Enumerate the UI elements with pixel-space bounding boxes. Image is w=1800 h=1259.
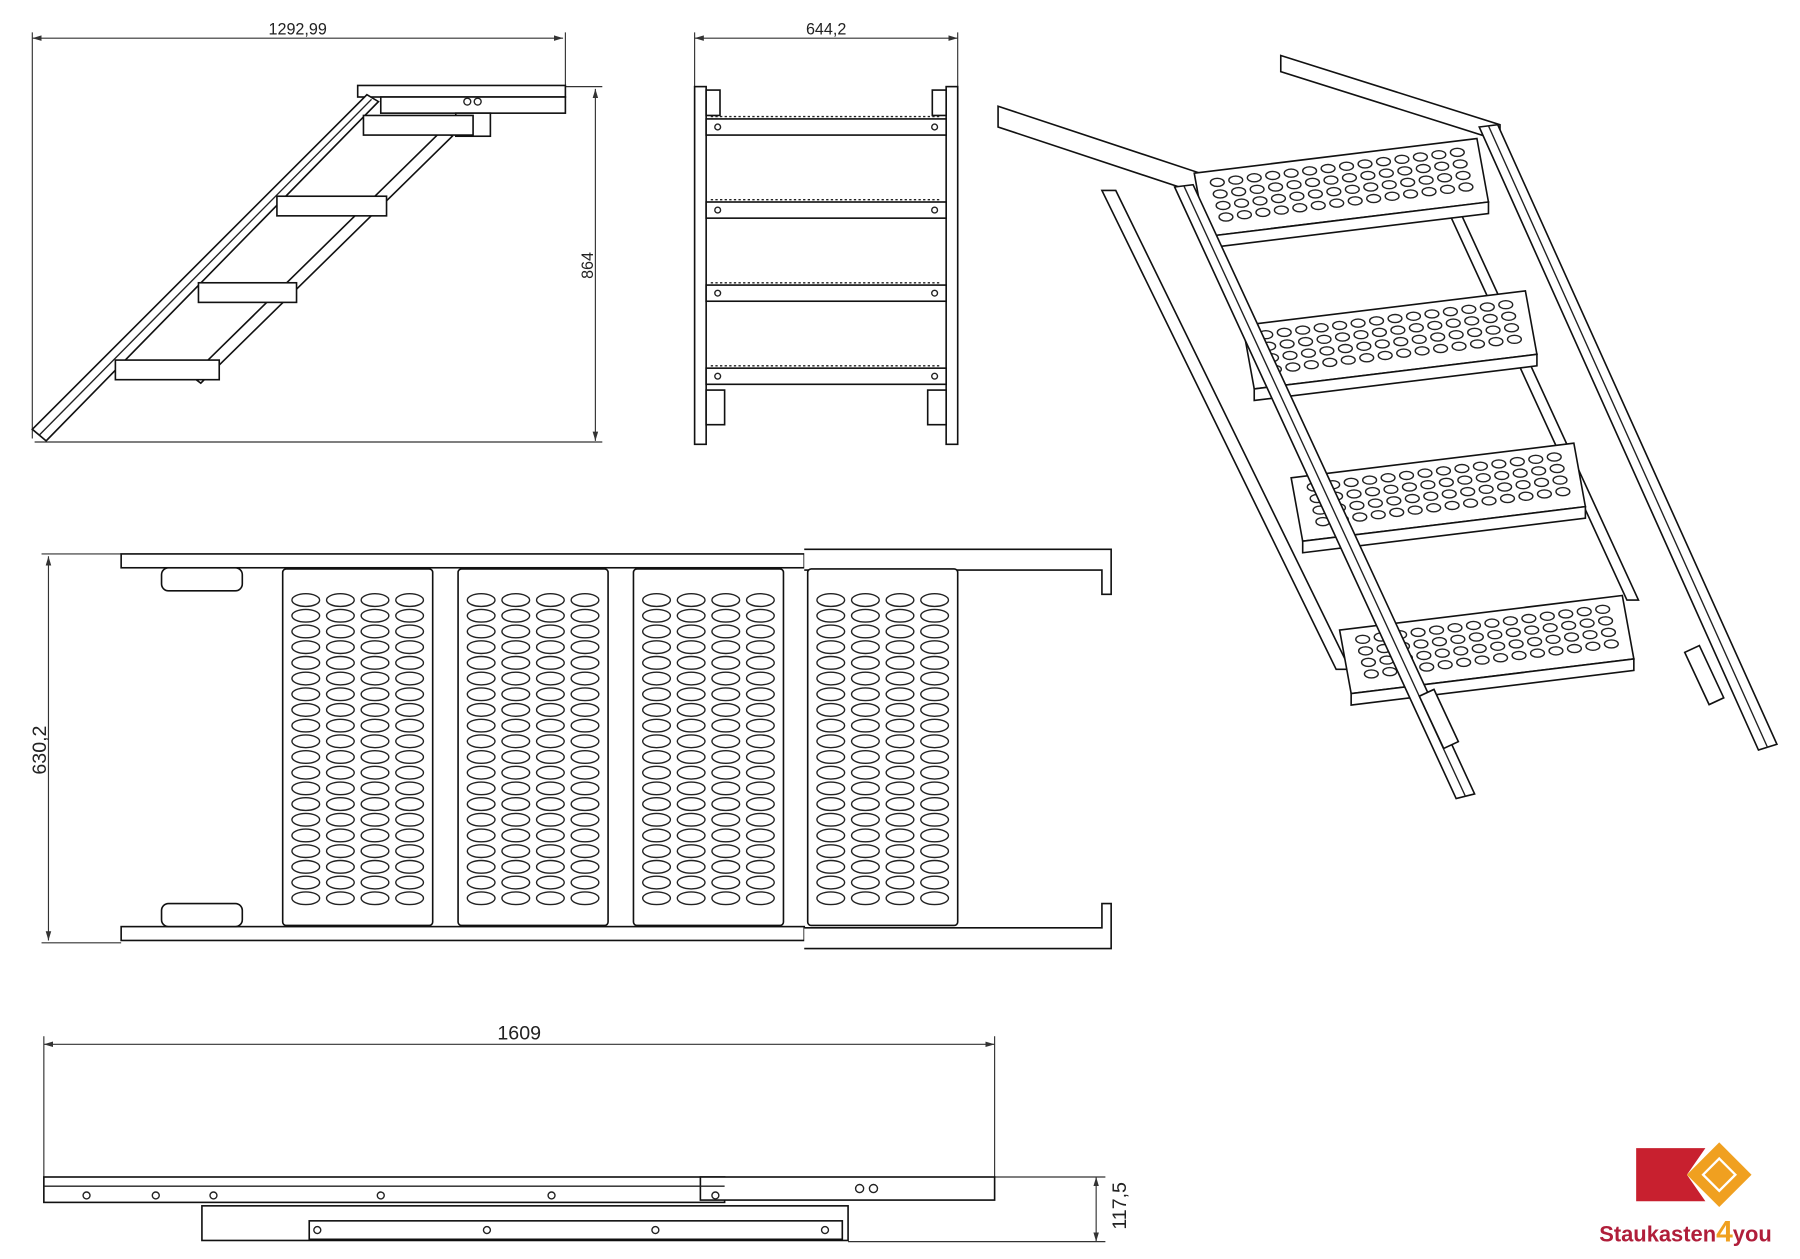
dimension-side-width: 1292,99	[269, 21, 327, 39]
side-view: 1292,99 864	[31, 21, 603, 443]
iso-step	[1241, 289, 1538, 402]
front-step	[705, 199, 947, 219]
dimension-bottom-height: 117,5	[1109, 1182, 1131, 1230]
isometric-view	[997, 54, 1779, 800]
iso-step	[1290, 442, 1587, 554]
step-plate	[457, 568, 609, 927]
dimension-side-height: 864	[579, 252, 597, 279]
top-view: 630,2	[29, 548, 1112, 950]
logo-text: Staukasten4you	[1599, 1216, 1772, 1249]
dimension-front-width: 644,2	[806, 21, 846, 39]
bottom-view: 1609 117,5	[43, 1023, 1131, 1243]
iso-step	[1193, 137, 1490, 250]
step-plate	[632, 568, 785, 927]
front-step	[705, 282, 947, 303]
logo-orange-diamond	[1686, 1142, 1752, 1207]
side-steps	[114, 114, 474, 381]
staukasten4you-logo: Staukasten4you	[1599, 1142, 1772, 1249]
front-step	[705, 365, 947, 386]
step-plate	[806, 568, 959, 927]
dimension-top-depth: 630,2	[29, 726, 51, 775]
logo-red-block	[1636, 1148, 1706, 1202]
dimension-bottom-length: 1609	[497, 1023, 541, 1045]
step-plate	[281, 568, 434, 927]
front-steps	[705, 115, 947, 386]
front-step	[705, 115, 947, 136]
front-view: 644,2	[693, 21, 959, 446]
